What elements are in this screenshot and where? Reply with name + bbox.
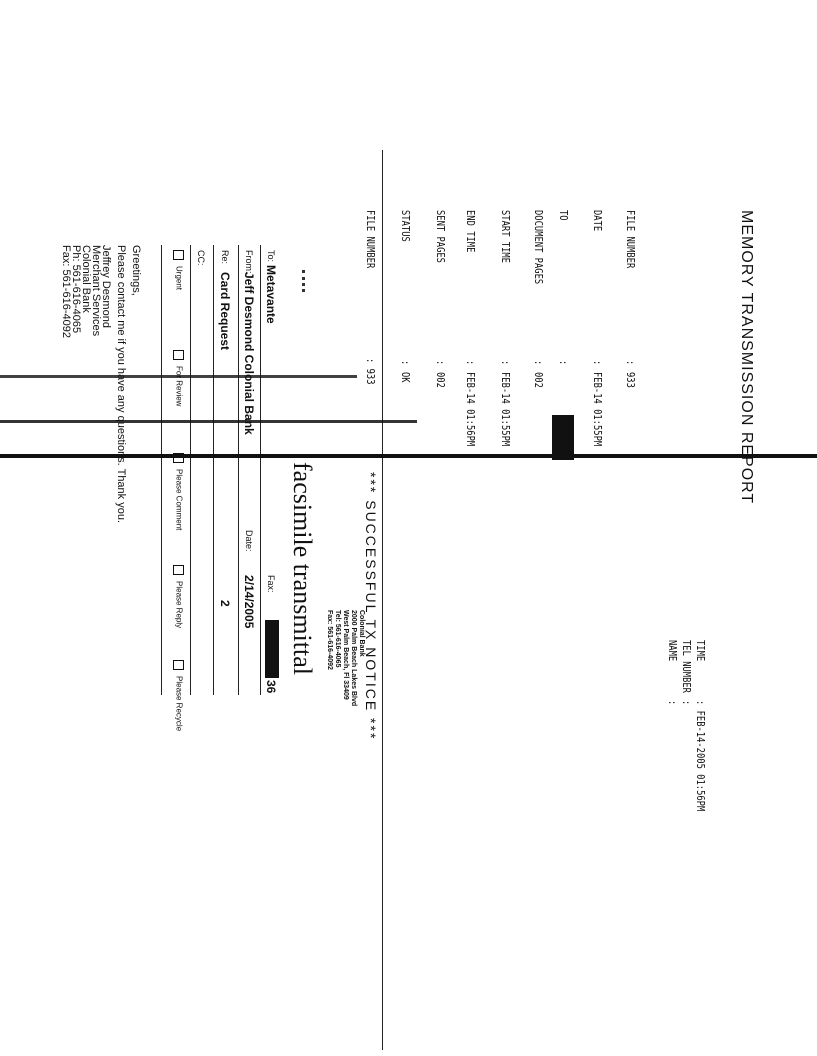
report-row-value: FEB-14 01:55PM: [591, 372, 604, 447]
checkbox-label: For Review: [174, 366, 184, 407]
header-time-label: TIME: [694, 640, 707, 662]
report-row-value: FEB-14 01:56PM: [464, 372, 477, 447]
report-row-label: SENT PAGES: [434, 210, 447, 263]
report-row-label: DOCUMENT PAGES: [532, 210, 545, 285]
greeting: Greetings,: [130, 245, 142, 296]
body-text: Please contact me if you have any questi…: [115, 245, 127, 524]
report-row-label: START TIME: [499, 210, 512, 263]
header-tel-value: :: [680, 700, 693, 706]
form-line: [260, 245, 261, 695]
scan-streak: [0, 375, 357, 378]
report-title: MEMORY TRANSMISSION REPORT: [738, 210, 755, 505]
checkbox-icon[interactable]: [173, 350, 184, 360]
report-row-colon: :: [434, 360, 447, 366]
signature-line: Merchant Services: [90, 245, 102, 337]
form-line: [238, 245, 239, 695]
checkbox-icon[interactable]: [173, 250, 184, 260]
form-line: [213, 245, 214, 695]
report-row-value: 002: [532, 372, 545, 388]
date-label: Date:: [244, 530, 254, 552]
date-value: 2/14/2005: [242, 575, 256, 629]
fax-redaction: [265, 620, 279, 678]
report-row-label: DATE: [591, 210, 604, 232]
header-time-value: : FEB-14-2005 01:56PM: [694, 700, 707, 812]
report-row-value: OK: [399, 372, 412, 383]
report-row-colon: :: [464, 360, 477, 366]
fax-label: Fax:: [266, 575, 276, 593]
divider: [382, 150, 383, 1050]
header-name-value: :: [666, 700, 679, 706]
report-row-colon: :: [624, 360, 637, 366]
checkbox-please-recycle[interactable]: Please Recycle: [173, 660, 184, 731]
report-row-value: 002: [434, 372, 447, 388]
checkbox-for-review[interactable]: For Review: [173, 350, 184, 406]
form-line: [190, 245, 191, 695]
cc-label: CC:: [196, 250, 206, 266]
scan-streak: [0, 454, 817, 458]
report-row-label: STATUS: [399, 210, 412, 242]
report-row-label: END TIME: [464, 210, 477, 253]
fax-title: facsimile transmittal: [288, 462, 317, 675]
address-line: Fax: 561-616-4092: [326, 610, 333, 670]
checkbox-label: Urgent: [174, 266, 184, 291]
checkbox-label: Please Recycle: [174, 676, 184, 732]
checkbox-urgent[interactable]: Urgent: [173, 250, 184, 290]
report-row-label: TO: [557, 210, 570, 221]
report-row-colon: :: [399, 360, 412, 366]
signature-line: Jeffrey Desmond: [100, 245, 112, 328]
to-value: Metavante: [264, 265, 278, 324]
checkbox-icon[interactable]: [173, 660, 184, 670]
report-row-colon: :: [532, 360, 545, 366]
fax-value: 36: [264, 680, 278, 694]
report-row-label: FILE NUMBER: [624, 210, 637, 269]
checkbox-icon[interactable]: [173, 565, 184, 575]
from-value: Jeff Desmond Colonial Bank: [242, 272, 256, 435]
footer-file-value: : 933: [364, 358, 377, 385]
form-line: [161, 245, 162, 695]
from-label: From:: [244, 250, 254, 274]
checkbox-label: Please Comment: [174, 469, 184, 531]
checkbox-please-reply[interactable]: Please Reply: [173, 565, 184, 628]
signature-line: Ph: 561-616-4065: [70, 245, 82, 334]
header-tel-label: TEL NUMBER: [680, 640, 693, 693]
report-row-colon: :: [557, 360, 570, 366]
report-row-value: FEB-14 01:55PM: [499, 372, 512, 447]
success-notice: *** SUCCESSFUL TX NOTICE ***: [363, 472, 379, 741]
signature: Jeffrey Desmond Merchant Services Coloni…: [60, 245, 112, 338]
re-label: Re:: [220, 250, 230, 265]
address-line: 2000 Palm Beach Lakes Blvd: [350, 610, 357, 707]
footer-file-label: FILE NUMBER: [364, 210, 377, 269]
address-line: Colonial Bank: [358, 610, 365, 657]
logo-mark: [302, 270, 305, 292]
checkbox-please-comment[interactable]: Please Comment: [173, 453, 184, 530]
pages-value: 2: [218, 600, 232, 607]
report-row-colon: :: [499, 360, 512, 366]
header-name-label: NAME: [666, 640, 679, 662]
report-row-colon: :: [591, 360, 604, 366]
to-label: To:: [266, 250, 276, 263]
checkbox-label: Please Reply: [174, 581, 184, 629]
sender-address: Colonial Bank 2000 Palm Beach Lakes Blvd…: [325, 610, 365, 706]
re-value: Card Request: [218, 272, 232, 351]
signature-line: Fax: 561-616-4092: [60, 245, 72, 338]
scan-streak: [0, 420, 417, 423]
address-line: West Palm Beach, Fl 33409: [342, 610, 349, 700]
address-line: Tel: 561-616-4065: [334, 610, 341, 668]
report-row-value: 933: [624, 372, 637, 388]
